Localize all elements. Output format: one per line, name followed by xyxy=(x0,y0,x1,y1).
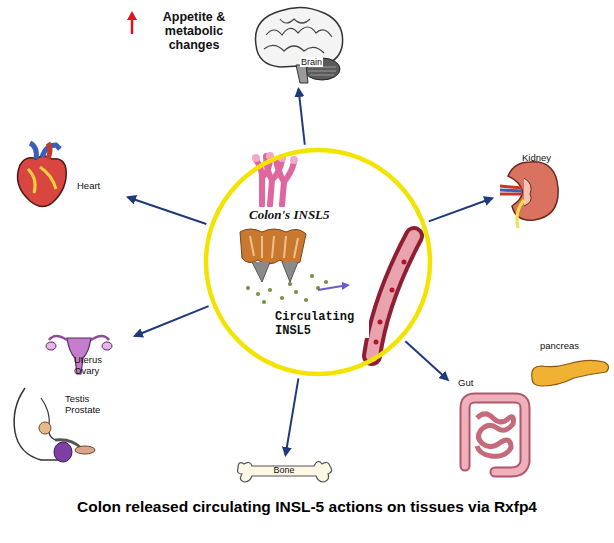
hormone-dots xyxy=(246,274,328,304)
heart-image-part xyxy=(30,143,60,159)
center-circle: Colon's INSL5Circulating INSL5 xyxy=(203,147,433,377)
blood-vessel-part xyxy=(402,260,407,265)
node-label: Colon's INSL5 xyxy=(247,207,332,223)
hormone-dots-part xyxy=(324,280,328,284)
hormone-dots-part xyxy=(288,282,292,286)
node-label: Bone xyxy=(236,465,332,475)
arrow-connector xyxy=(429,198,492,221)
brain-image-part xyxy=(256,7,343,67)
uterus-image-part xyxy=(102,342,112,350)
organ-node: pancreas xyxy=(526,338,612,390)
title-area: Colon released circulating INSL-5 action… xyxy=(0,498,614,516)
node-label: Circulating INSL5 xyxy=(273,310,369,338)
arrow-connector xyxy=(299,89,305,145)
brain-image-part xyxy=(308,67,336,75)
uterus-image-part xyxy=(49,336,109,340)
hormone-dots-part xyxy=(268,288,272,292)
node-label: Heart xyxy=(77,180,100,191)
heart-image-part xyxy=(48,143,50,159)
organ-node: Gut xyxy=(450,376,540,474)
arrow-connector xyxy=(128,197,206,224)
organ-node: Appetite & metabolic changesBrain xyxy=(140,2,352,86)
blood-vessel-part xyxy=(390,288,395,293)
hormone-dots-part xyxy=(262,300,266,304)
increase-arrow-part xyxy=(131,18,134,34)
circle-outline xyxy=(203,147,433,377)
organ-node: Uterus Ovary xyxy=(40,326,132,386)
hormone-dots-part xyxy=(246,286,250,290)
heart-image-part xyxy=(28,167,56,193)
organ-node: Testis Prostate xyxy=(5,387,111,467)
kidney-image-part xyxy=(500,190,522,191)
colon-tissue-part xyxy=(252,262,298,282)
organ-node: Heart xyxy=(5,140,125,212)
blood-vessel-part xyxy=(378,320,383,325)
node-label: pancreas xyxy=(540,340,579,351)
arrow-connector xyxy=(135,306,209,336)
brain-image xyxy=(256,7,343,83)
gut-image xyxy=(465,398,525,472)
blood-vessel-part xyxy=(372,236,414,356)
hormone-dots-part xyxy=(310,274,314,278)
arrow-connector xyxy=(286,378,299,455)
testis-image-part xyxy=(75,446,95,454)
blood-vessel-part xyxy=(372,236,414,356)
brain-image-part xyxy=(264,19,332,53)
brain-image-part xyxy=(296,65,308,83)
node-label: Brain xyxy=(300,57,323,67)
hormone-dots-part xyxy=(304,298,308,302)
kidney-image xyxy=(500,162,558,228)
kidney-image-part xyxy=(524,178,531,206)
node-label: Appetite & metabolic changes xyxy=(142,10,246,52)
colon-tissue-part xyxy=(240,229,306,265)
gut-image-part xyxy=(465,398,525,472)
colon-tissue-part xyxy=(250,236,298,258)
testis-image-part xyxy=(54,442,72,462)
blood-vessel xyxy=(372,236,414,356)
arrow-connector xyxy=(405,341,447,380)
circle-outline xyxy=(206,150,430,374)
increase-arrow-part xyxy=(127,11,137,20)
release-arrow-part xyxy=(342,282,350,290)
pancreas-image-part xyxy=(532,360,609,386)
release-arrow xyxy=(318,282,350,290)
organ-node: Bone xyxy=(236,458,334,484)
node-label: Uterus Ovary xyxy=(74,354,114,376)
hormone-dots-part xyxy=(280,296,284,300)
diagram-title: Colon released circulating INSL-5 action… xyxy=(0,498,614,516)
kidney-image-part xyxy=(500,186,522,194)
heart-image xyxy=(18,143,67,207)
uterus-image-part xyxy=(46,342,56,350)
colon-crypts-part xyxy=(252,154,260,162)
colon-crypts-part xyxy=(290,156,298,164)
node-label: Gut xyxy=(458,377,473,388)
colon-tissue xyxy=(240,229,306,282)
gut-image-part xyxy=(477,414,514,456)
release-arrow-part xyxy=(318,286,342,290)
organ-node: Kidney xyxy=(495,150,577,230)
node-label: Testis Prostate xyxy=(65,393,109,415)
kidney-image-part xyxy=(517,200,524,228)
gut-image-part xyxy=(465,398,525,472)
testis-image-part xyxy=(39,422,51,434)
node-label: Kidney xyxy=(522,152,551,163)
blood-vessel-part xyxy=(374,340,379,345)
hormone-dots-part xyxy=(256,292,260,296)
increase-arrow xyxy=(127,11,137,34)
hormone-dots-part xyxy=(294,290,298,294)
pancreas-image xyxy=(532,360,609,386)
heart-image-part xyxy=(18,156,67,207)
